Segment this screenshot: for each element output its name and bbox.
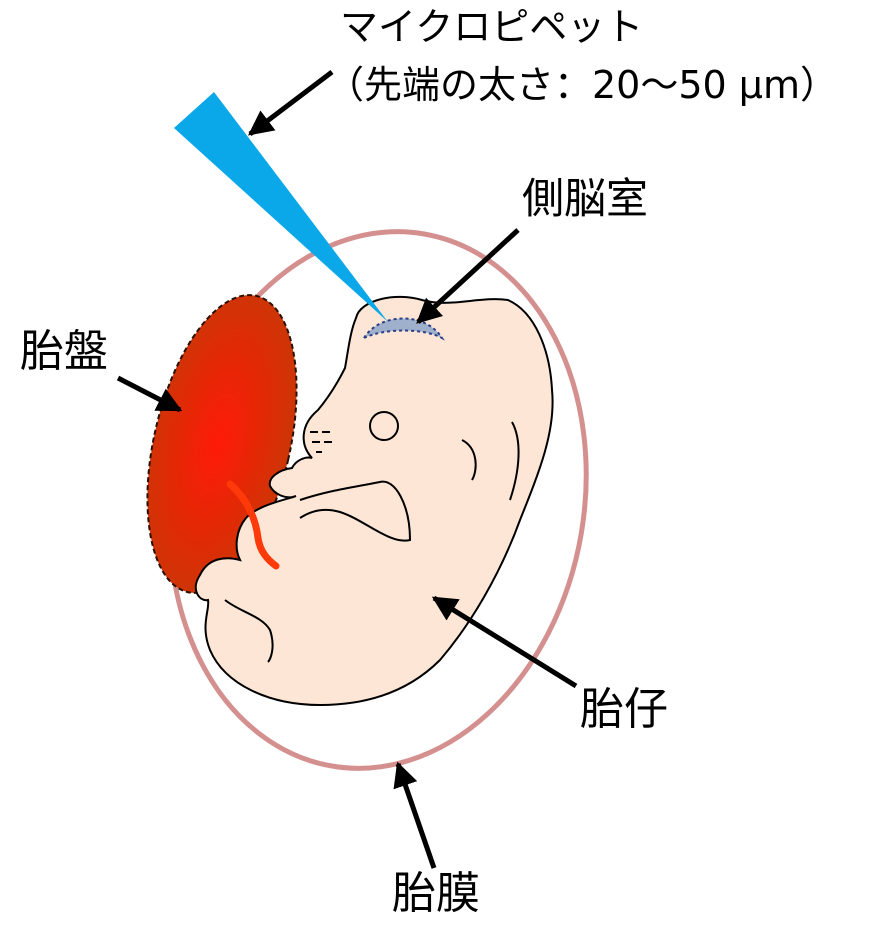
ventricle-label: 側脳室 [522,178,648,220]
amnion-label: 胎膜 [392,872,480,916]
pipette-tip-size-label: （先端の太さ：20〜50 μm） [326,66,838,104]
micropipette [174,92,388,322]
fetus-label: 胎仔 [580,688,668,732]
fetus-eye [370,412,398,440]
placenta-label: 胎盤 [20,330,108,374]
pipette-label: マイクロピペット [340,8,643,46]
arrow-pipette [250,72,332,134]
arrow-amnion [398,764,434,868]
